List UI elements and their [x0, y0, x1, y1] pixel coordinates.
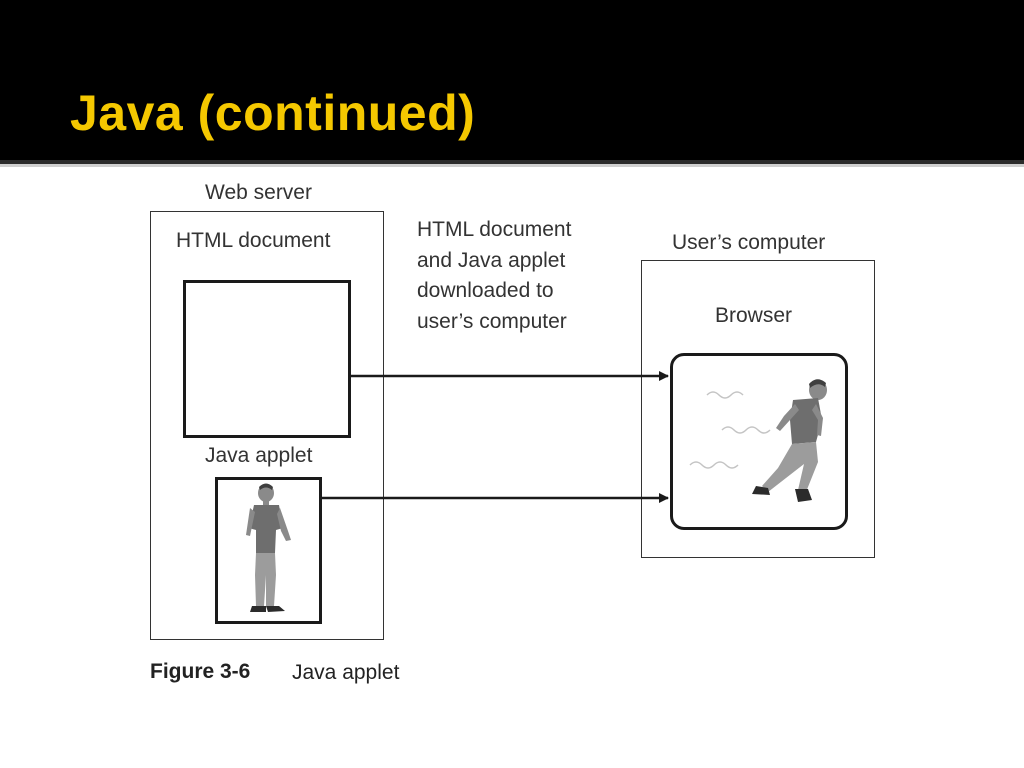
html-document-box — [183, 280, 351, 438]
running-person-illustration — [689, 379, 827, 502]
figure-caption: Java applet — [292, 661, 400, 684]
transfer-text-line-1: HTML document — [417, 218, 572, 241]
transfer-text-line-4: user’s computer — [417, 310, 567, 333]
slide-header: Java (continued) — [0, 0, 1024, 160]
header-divider — [0, 160, 1024, 164]
slide-title: Java (continued) — [70, 85, 476, 141]
browser-label: Browser — [715, 304, 793, 327]
standing-person-illustration — [246, 483, 291, 612]
users-computer-label: User’s computer — [672, 231, 826, 254]
figure-number: Figure 3-6 — [150, 660, 251, 683]
transfer-text-line-3: downloaded to — [417, 279, 554, 302]
java-applet-label: Java applet — [205, 444, 313, 467]
transfer-text-line-2: and Java applet — [417, 249, 566, 272]
web-server-label: Web server — [205, 181, 312, 204]
html-document-label: HTML document — [176, 229, 331, 252]
header-divider-shadow — [0, 164, 1024, 167]
